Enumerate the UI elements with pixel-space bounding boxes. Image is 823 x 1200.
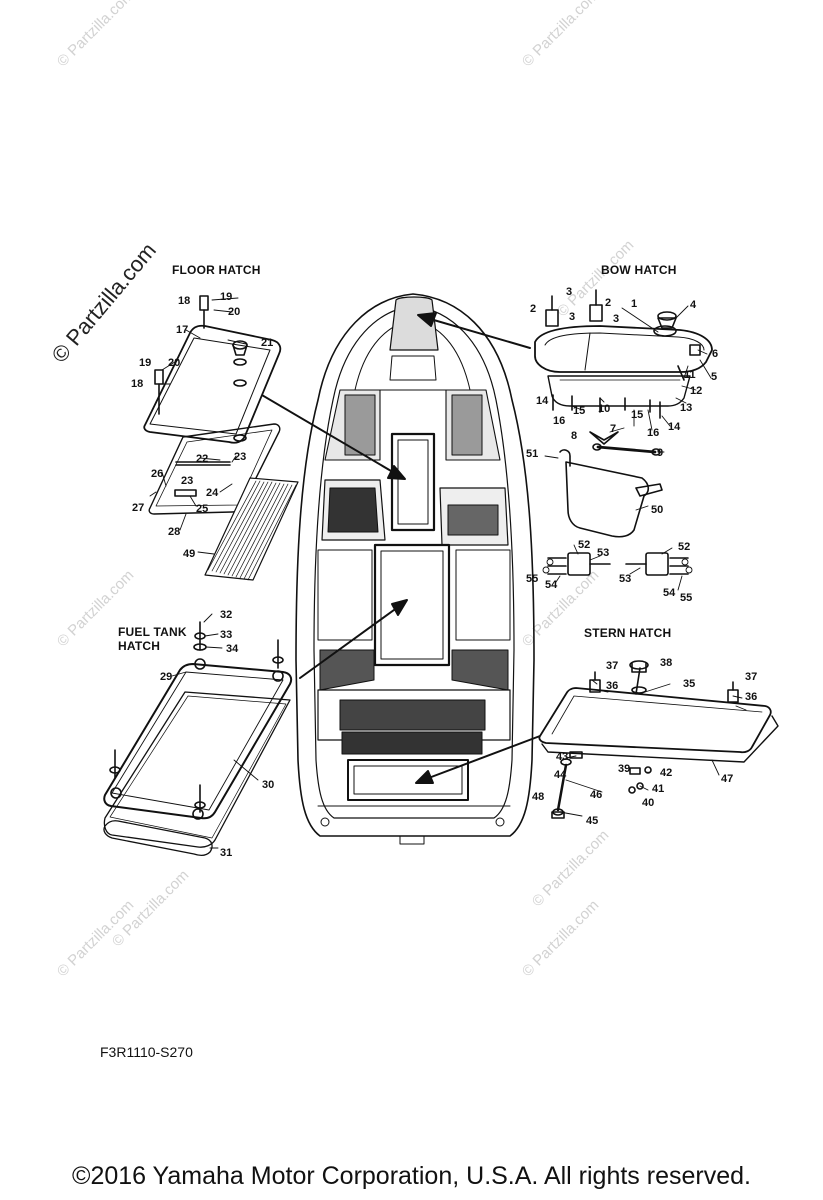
callout-12: 12 [690,385,702,397]
callout-53: 53 [619,573,631,585]
callout-1: 1 [631,298,637,310]
callout-37: 37 [745,671,757,683]
callout-19: 19 [220,291,232,303]
callout-19: 19 [139,357,151,369]
callout-33: 33 [220,629,232,641]
callout-52: 52 [578,539,590,551]
callout-3: 3 [566,286,572,298]
callout-43: 43 [556,751,568,763]
callout-2: 2 [530,303,536,315]
callout-14: 14 [536,395,549,407]
callout-23: 23 [181,475,193,487]
callout-20: 20 [228,306,240,318]
callout-23: 23 [234,451,246,463]
callout-22: 22 [196,453,208,465]
callout-28: 28 [168,526,180,538]
bow-hatch-assembly [534,289,713,576]
callout-21: 21 [261,337,273,349]
callout-20: 20 [168,357,180,369]
callout-54: 54 [663,587,676,599]
callout-7: 7 [610,423,616,435]
callout-18: 18 [178,295,190,307]
callout-3: 3 [569,311,575,323]
callout-10: 10 [598,403,610,415]
callout-6: 6 [712,348,718,360]
floor-hatch-title: FLOOR HATCH [172,263,261,277]
callout-17: 17 [176,324,188,336]
fuel-tank-hatch-title-line1: FUEL TANK [118,625,187,639]
callout-27: 27 [132,502,144,514]
callout-51: 51 [526,448,538,460]
callout-47: 47 [721,773,733,785]
callout-11: 11 [684,369,696,381]
callout-41: 41 [652,783,664,795]
stern-hatch-title: STERN HATCH [584,626,672,640]
callout-53: 53 [597,547,609,559]
callout-52: 52 [678,541,690,553]
pointer-arrows [249,312,541,784]
callout-36: 36 [606,680,618,692]
callout-55: 55 [526,573,538,585]
callout-31: 31 [220,847,232,859]
callout-26: 26 [151,468,163,480]
callout-4: 4 [690,299,697,311]
callout-9: 9 [657,447,663,459]
fuel-tank-hatch-assembly [103,621,293,856]
callout-18: 18 [131,378,143,390]
callout-34: 34 [226,643,239,655]
callout-38: 38 [660,657,672,669]
callout-42: 42 [660,767,672,779]
callout-14: 14 [668,421,681,433]
callout-32: 32 [220,609,232,621]
callout-24: 24 [206,487,219,499]
callout-3: 3 [613,313,619,325]
callout-35: 35 [683,678,695,690]
callout-45: 45 [586,815,598,827]
callout-55: 55 [680,592,692,604]
callout-36: 36 [745,691,757,703]
callout-16: 16 [553,415,565,427]
callout-48: 48 [532,791,544,803]
callout-50: 50 [651,504,663,516]
callout-15: 15 [631,409,643,421]
callout-15: 15 [573,405,585,417]
callout-25: 25 [196,503,208,515]
callout-8: 8 [571,430,577,442]
callout-54: 54 [545,579,558,591]
callout-29: 29 [160,671,172,683]
floor-hatch-assembly [143,295,299,581]
callout-5: 5 [711,371,717,383]
stern-hatch-assembly [538,660,779,819]
callout-46: 46 [590,789,602,801]
bow-hatch-title: BOW HATCH [601,263,677,277]
diagram-code: F3R1110-S270 [100,1044,193,1060]
callout-2: 2 [605,297,611,309]
callout-30: 30 [262,779,274,791]
boat-hull [295,293,535,845]
callout-40: 40 [642,797,654,809]
callout-16: 16 [647,427,659,439]
callout-49: 49 [183,548,195,560]
copyright-notice: ©2016 Yamaha Motor Corporation, U.S.A. A… [72,1162,751,1190]
callout-44: 44 [554,769,567,781]
callout-39: 39 [618,763,630,775]
callout-13: 13 [680,402,692,414]
leader-lines [149,297,747,849]
fuel-tank-hatch-title-line2: HATCH [118,639,161,653]
callout-37: 37 [606,660,618,672]
